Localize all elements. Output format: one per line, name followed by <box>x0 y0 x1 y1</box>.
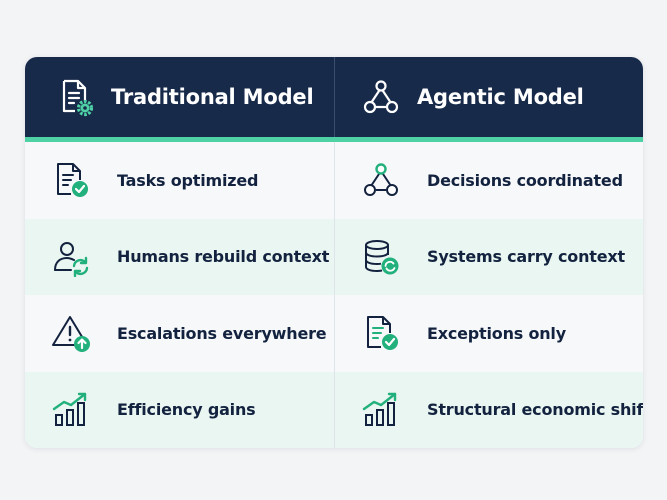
agentic-cell: Systems carry context <box>334 218 643 295</box>
header-accent-divider <box>25 137 643 142</box>
warning-arrow-up-icon <box>52 316 90 353</box>
header-traditional-title: Traditional Model <box>111 85 314 109</box>
traditional-cell: Escalations everywhere <box>25 295 334 372</box>
database-refresh-icon <box>365 239 399 275</box>
user-refresh-icon <box>54 241 89 277</box>
row-label: Systems carry context <box>427 247 625 267</box>
document-check-icon <box>57 163 88 198</box>
bar-chart-growth-icon <box>362 392 397 426</box>
traditional-cell: Efficiency gains <box>25 372 334 449</box>
agentic-cell: Decisions coordinated <box>334 142 643 219</box>
table-header: Traditional Model Agentic Model <box>25 57 643 137</box>
traditional-cell: Humans rebuild context <box>25 219 334 296</box>
agentic-cell: Exceptions only <box>334 295 643 372</box>
table-row: Efficiency gains Structural economic shi… <box>25 371 643 449</box>
row-label: Tasks optimized <box>117 170 259 190</box>
table-row: Escalations everywhere Exceptions only <box>25 295 643 372</box>
row-label: Decisions coordinated <box>427 170 623 190</box>
document-check-icon <box>367 316 398 351</box>
document-gear-icon <box>62 79 94 117</box>
table-row: Humans rebuild context Systems carry con… <box>25 218 643 296</box>
traditional-cell: Tasks optimized <box>25 142 334 219</box>
network-nodes-icon <box>364 163 398 197</box>
agentic-cell: Structural economic shift <box>334 371 643 448</box>
row-label: Structural economic shift <box>427 400 643 420</box>
row-label: Humans rebuild context <box>117 247 330 267</box>
header-agentic-title: Agentic Model <box>417 85 584 109</box>
header-traditional: Traditional Model <box>25 57 334 137</box>
row-label: Efficiency gains <box>117 400 256 420</box>
row-label: Escalations everywhere <box>117 323 327 343</box>
bar-chart-growth-icon <box>52 392 87 426</box>
header-agentic: Agentic Model <box>334 57 643 137</box>
row-label: Exceptions only <box>427 323 566 343</box>
comparison-table: Traditional Model Agentic Model <box>25 57 643 448</box>
table-row: Tasks optimized Decisions coordinated <box>25 142 643 219</box>
network-nodes-icon <box>363 80 399 114</box>
